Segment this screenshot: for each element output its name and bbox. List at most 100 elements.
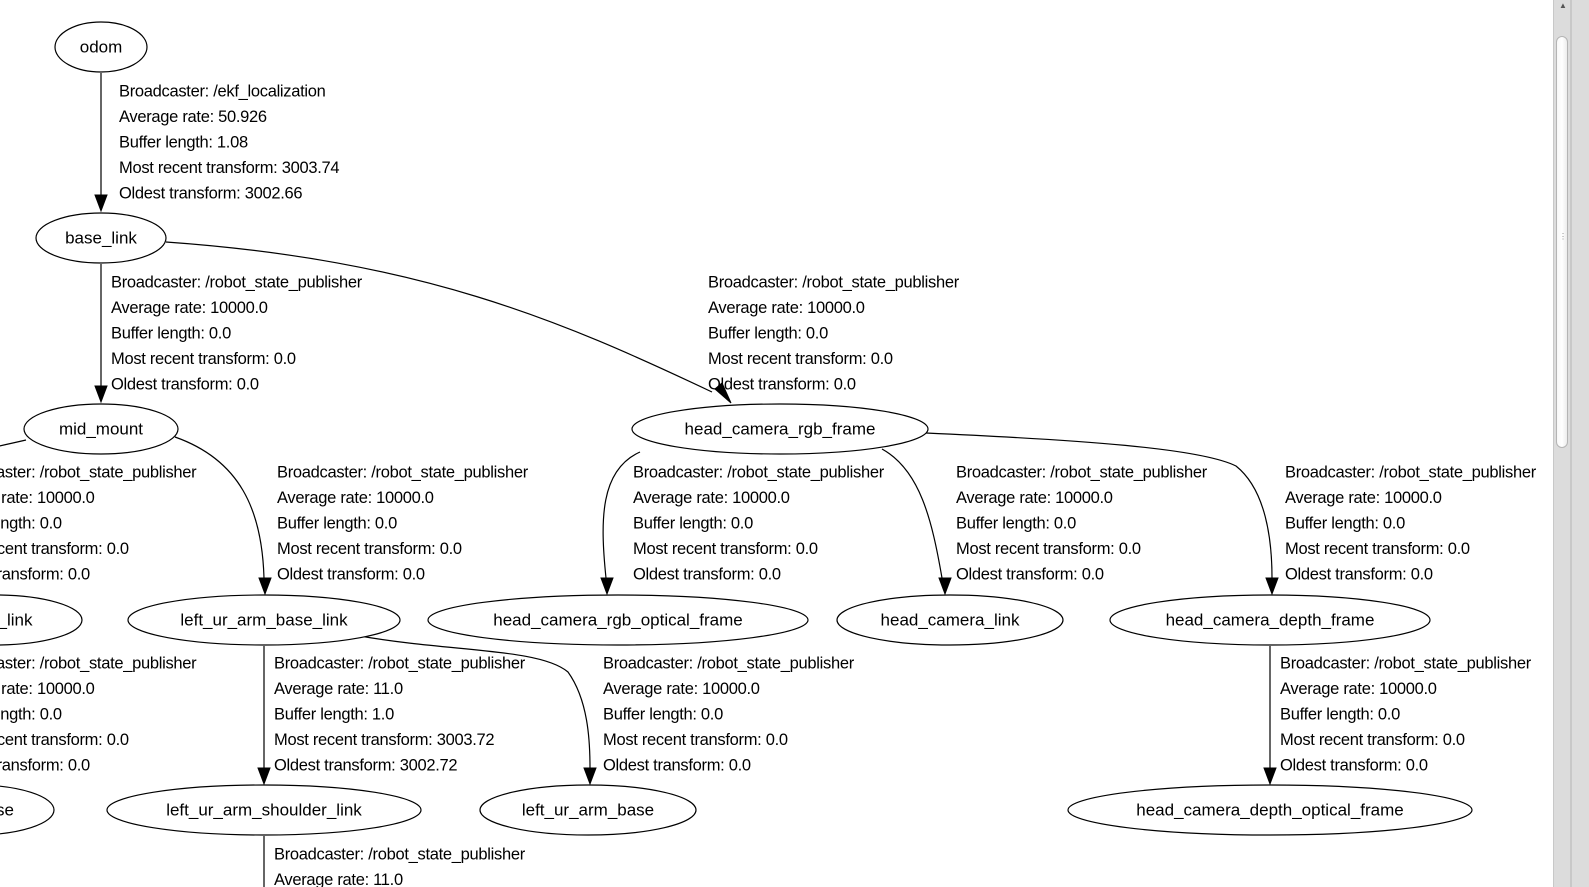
edge-line — [359, 635, 591, 769]
edge-label-line: Most recent transform: 0.0 — [1285, 540, 1470, 558]
edge-label-line: Average rate: 11.0 — [274, 871, 403, 887]
edge-label-line: Oldest transform: 3002.72 — [274, 756, 457, 774]
edge-label-line: Most recent transform: 0.0 — [111, 350, 296, 368]
arrowhead-icon — [938, 577, 952, 596]
edge-label-line: Most recent transform: 3003.72 — [274, 731, 494, 749]
edge-label-line: Buffer length: 0.0 — [633, 514, 753, 532]
node-ellipse[interactable] — [0, 594, 83, 646]
edge-line — [602, 451, 641, 579]
tf-frame-node[interactable]: mid_mount — [23, 403, 179, 455]
edge-label-line: Average rate: 10000.0 — [277, 489, 434, 507]
edge-label-line: Oldest transform: 0.0 — [1280, 756, 1428, 774]
arrowhead-icon — [257, 767, 271, 786]
node-ellipse[interactable] — [479, 784, 697, 836]
edge-label-line: length: 0.0 — [0, 514, 62, 532]
node-label: left_ur_arm_base_link — [180, 610, 348, 629]
node-label: left_ur_arm_shoulder_link — [166, 800, 362, 819]
tf-frame-node[interactable]: head_camera_rgb_optical_frame — [427, 594, 809, 646]
edge-label-line: Buffer length: 1.08 — [119, 133, 248, 151]
node-ellipse[interactable] — [35, 212, 167, 264]
edge-label-line: Oldest transform: 0.0 — [1285, 565, 1433, 583]
node-ellipse[interactable] — [54, 21, 148, 73]
tf-frame-node[interactable]: left_ur_arm_shoulder_link — [106, 784, 422, 836]
vertical-scrollbar[interactable]: ▲ ⋮ — [1553, 0, 1589, 887]
edge-label-line: Average rate: 10000.0 — [111, 299, 268, 317]
edge-label-line: Broadcaster: /robot_state_publisher — [1285, 463, 1537, 481]
edge-label-line: Average rate: 10000.0 — [1280, 680, 1437, 698]
arrowhead-icon — [583, 767, 597, 786]
tf-frame-node[interactable]: left_ur_arm_base — [479, 784, 697, 836]
edge-line — [881, 448, 943, 579]
node-ellipse[interactable] — [836, 594, 1064, 646]
node-ellipse[interactable] — [127, 594, 401, 646]
tf-edge: caster: /robot_state_publishere rate: 10… — [0, 439, 197, 583]
tf-edge: Broadcaster: /robot_state_publisherAvera… — [1263, 646, 1532, 786]
tf-frame-node[interactable]: left_ur_arm_base_link — [127, 594, 401, 646]
node-ellipse[interactable] — [106, 784, 422, 836]
arrowhead-icon — [714, 382, 732, 404]
node-label: se — [0, 800, 14, 819]
tf-edge: Broadcaster: /robot_state_publisherAvera… — [257, 646, 526, 786]
edge-label-line: Most recent transform: 0.0 — [708, 350, 893, 368]
node-ellipse[interactable] — [1109, 594, 1431, 646]
scroll-up-arrow-icon[interactable]: ▲ — [1559, 1, 1567, 10]
node-label: base_link — [65, 228, 137, 247]
edge-label-line: ecent transform: 0.0 — [0, 731, 129, 749]
edge-label-line: Broadcaster: /robot_state_publisher — [274, 845, 526, 863]
node-ellipse[interactable] — [23, 403, 179, 455]
edge-label-line: Broadcaster: /robot_state_publisher — [708, 273, 960, 291]
arrowhead-icon — [1263, 767, 1277, 786]
tf-frame-node[interactable]: head_camera_depth_frame — [1109, 594, 1431, 646]
edge-label-line: Buffer length: 0.0 — [956, 514, 1076, 532]
tf-frame-node[interactable]: head_camera_depth_optical_frame — [1067, 784, 1473, 836]
edge-label-line: Average rate: 10000.0 — [956, 489, 1113, 507]
tf-frame-node[interactable]: odom — [54, 21, 148, 73]
tf-edge: Broadcaster: /robot_state_publisherAvera… — [925, 432, 1537, 596]
edge-line — [925, 432, 1273, 579]
edge-label-line: Buffer length: 0.0 — [111, 324, 231, 342]
arrowhead-icon — [94, 385, 108, 404]
tf-frame-node[interactable]: _link — [0, 594, 83, 646]
edge-line — [0, 439, 27, 447]
edge-label-line: Buffer length: 0.0 — [708, 324, 828, 342]
edge-label-line: Oldest transform: 0.0 — [708, 375, 856, 393]
edge-label-line: Broadcaster: /robot_state_publisher — [274, 654, 526, 672]
edge-label-line: Broadcaster: /robot_state_publisher — [111, 273, 363, 291]
edge-label-line: Most recent transform: 0.0 — [603, 731, 788, 749]
edge-label-line: Broadcaster: /robot_state_publisher — [277, 463, 529, 481]
edge-label-line: Broadcaster: /robot_state_publisher — [956, 463, 1208, 481]
edge-label-line: Oldest transform: 0.0 — [956, 565, 1104, 583]
edge-label-line: Oldest transform: 0.0 — [111, 375, 259, 393]
node-label: _link — [0, 610, 33, 629]
node-label: left_ur_arm_base — [522, 800, 654, 819]
edge-label-line: length: 0.0 — [0, 705, 62, 723]
edge-label-line: Most recent transform: 0.0 — [277, 540, 462, 558]
edge-label-line: e rate: 10000.0 — [0, 680, 95, 698]
node-label: head_camera_rgb_optical_frame — [493, 610, 743, 629]
tf-frame-node[interactable]: head_camera_link — [836, 594, 1064, 646]
edge-label-line: transform: 0.0 — [0, 756, 90, 774]
tf-frame-node[interactable]: head_camera_rgb_frame — [631, 403, 929, 455]
tf-edge: Broadcaster: /robot_state_publisherAvera… — [359, 635, 855, 786]
tf-edge: caster: /robot_state_publishere rate: 10… — [0, 654, 197, 774]
scrollbar-thumb[interactable]: ⋮ — [1556, 36, 1568, 448]
edge-label-line: ecent transform: 0.0 — [0, 540, 129, 558]
node-ellipse[interactable] — [1067, 784, 1473, 836]
tf-frame-node[interactable]: se — [0, 785, 55, 835]
edge-label-line: Average rate: 10000.0 — [603, 680, 760, 698]
node-ellipse[interactable] — [427, 594, 809, 646]
edge-label-line: Buffer length: 0.0 — [277, 514, 397, 532]
edge-label-line: Oldest transform: 3002.66 — [119, 184, 302, 202]
node-ellipse[interactable] — [0, 785, 55, 835]
edge-label-line: Oldest transform: 0.0 — [277, 565, 425, 583]
node-ellipse[interactable] — [631, 403, 929, 455]
edge-label-line: Most recent transform: 0.0 — [633, 540, 818, 558]
grip-icon: ⋮ — [1559, 232, 1567, 241]
tf-frame-node[interactable]: base_link — [35, 212, 167, 264]
edge-label-line: Oldest transform: 0.0 — [603, 756, 751, 774]
edge-label-line: Average rate: 10000.0 — [1285, 489, 1442, 507]
arrowhead-icon — [600, 577, 614, 596]
edge-label-line: Buffer length: 0.0 — [603, 705, 723, 723]
